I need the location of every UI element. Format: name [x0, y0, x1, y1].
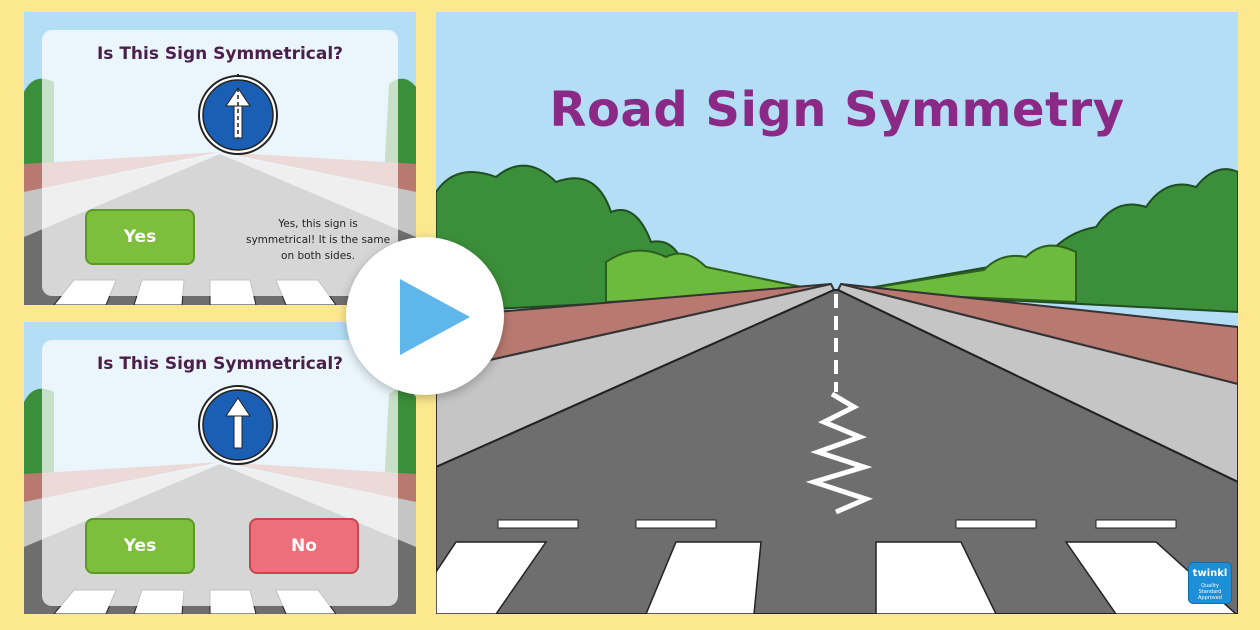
page-title: Road Sign Symmetry — [549, 82, 1125, 138]
question-title: Is This Sign Symmetrical? — [96, 44, 344, 64]
play-icon — [400, 279, 470, 355]
no-button[interactable]: No — [249, 518, 359, 574]
ahead-only-sign-icon — [198, 74, 278, 156]
answer-feedback: Yes, this sign is symmetrical! It is the… — [245, 218, 391, 262]
preview-slide-answer[interactable]: Is This Sign Symmetrical? Yes Yes, this … — [24, 12, 416, 305]
yes-button[interactable]: Yes — [85, 518, 195, 574]
question-card: Is This Sign Symmetrical? Yes Yes, this … — [42, 30, 398, 296]
yes-button[interactable]: Yes — [85, 209, 195, 265]
main-slide-preview[interactable]: Road Sign Symmetry twinkl — [436, 12, 1238, 614]
badge-name: twinkl — [1192, 568, 1228, 579]
preview-slide-question[interactable]: Is This Sign Symmetrical? Yes No — [24, 322, 416, 614]
quality-badge: twinkl Quality Standard Approved — [1188, 562, 1232, 604]
question-card: Is This Sign Symmetrical? Yes No — [42, 340, 398, 606]
question-title: Is This Sign Symmetrical? — [96, 354, 344, 374]
play-button[interactable] — [346, 237, 504, 395]
badge-subtitle: Quality Standard Approved — [1198, 583, 1222, 601]
road-scene-illustration — [436, 12, 1238, 614]
ahead-only-sign-icon — [198, 385, 278, 465]
